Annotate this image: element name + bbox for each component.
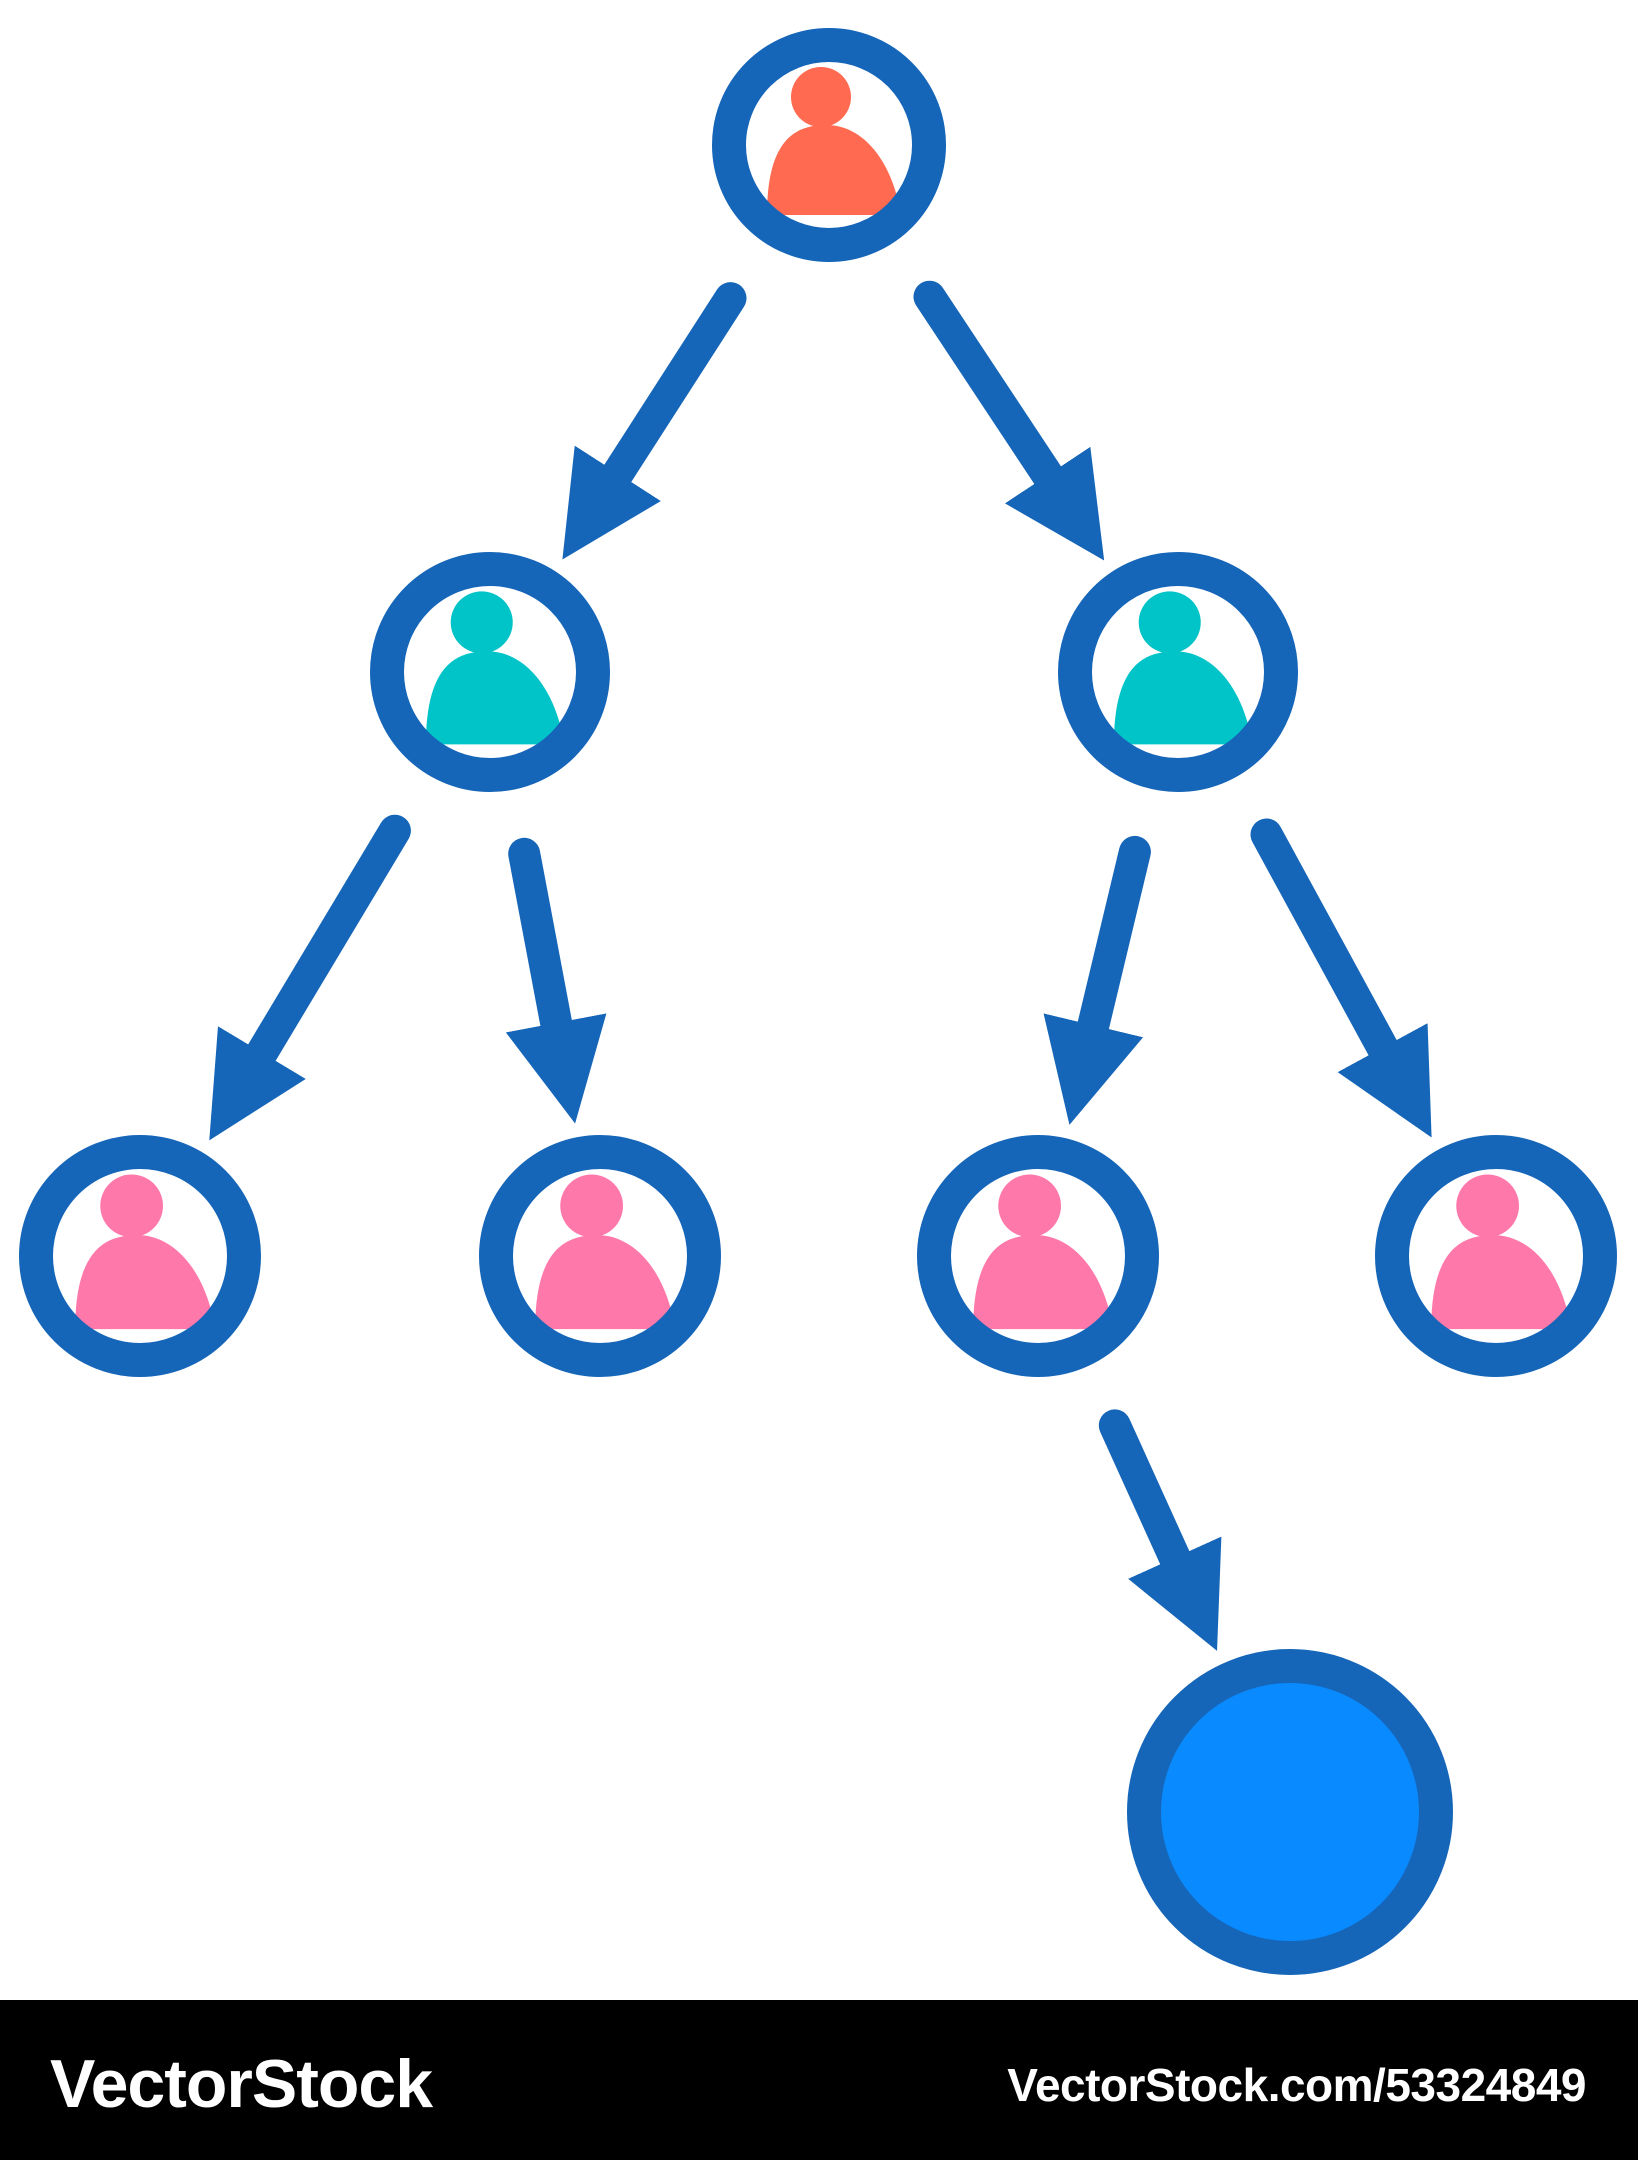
arrow-root-to-child-left bbox=[562, 282, 747, 560]
image-id-label: VectorStock.com/53324849 bbox=[1007, 2059, 1586, 2111]
arrow-child-right-to-grandchild-4 bbox=[1250, 818, 1432, 1138]
node-ring bbox=[917, 1135, 1159, 1377]
arrows-layer bbox=[209, 280, 1432, 1651]
person-icon bbox=[75, 1174, 216, 1330]
node-ring bbox=[712, 28, 946, 262]
person-icon bbox=[973, 1174, 1114, 1330]
person-icon bbox=[425, 591, 565, 745]
node-child-left bbox=[370, 552, 610, 792]
arrow-child-left-to-grandchild-1 bbox=[209, 814, 411, 1141]
node-grandchild-2 bbox=[479, 1135, 721, 1377]
node-grandchild-3 bbox=[917, 1135, 1159, 1377]
node-ring bbox=[479, 1135, 721, 1377]
filled-circle-icon bbox=[1160, 1682, 1420, 1942]
arrow-child-left-to-grandchild-2 bbox=[505, 837, 607, 1124]
person-icon bbox=[1113, 591, 1253, 745]
node-ring bbox=[19, 1135, 261, 1377]
node-grandchild-1 bbox=[19, 1135, 261, 1377]
nodes-layer bbox=[19, 28, 1617, 1975]
node-ring bbox=[1127, 1649, 1453, 1975]
watermark-footer: VectorStock VectorStock.com/53324849 bbox=[0, 2000, 1638, 2160]
arrow-grandchild-3-to-target bbox=[1098, 1409, 1222, 1651]
arrow-child-right-to-grandchild-3 bbox=[1043, 835, 1151, 1125]
person-icon bbox=[535, 1174, 676, 1330]
node-grandchild-4 bbox=[1375, 1135, 1617, 1377]
node-root bbox=[712, 28, 946, 262]
vectorstock-logo: VectorStock bbox=[50, 2046, 433, 2122]
node-ring bbox=[1375, 1135, 1617, 1377]
node-target bbox=[1127, 1649, 1453, 1975]
person-icon bbox=[767, 67, 901, 215]
referral-tree-diagram bbox=[19, 28, 1617, 1975]
node-child-right bbox=[1058, 552, 1298, 792]
node-ring bbox=[1058, 552, 1298, 792]
person-icon bbox=[1431, 1174, 1572, 1330]
node-ring bbox=[370, 552, 610, 792]
arrow-root-to-child-right bbox=[913, 280, 1105, 561]
